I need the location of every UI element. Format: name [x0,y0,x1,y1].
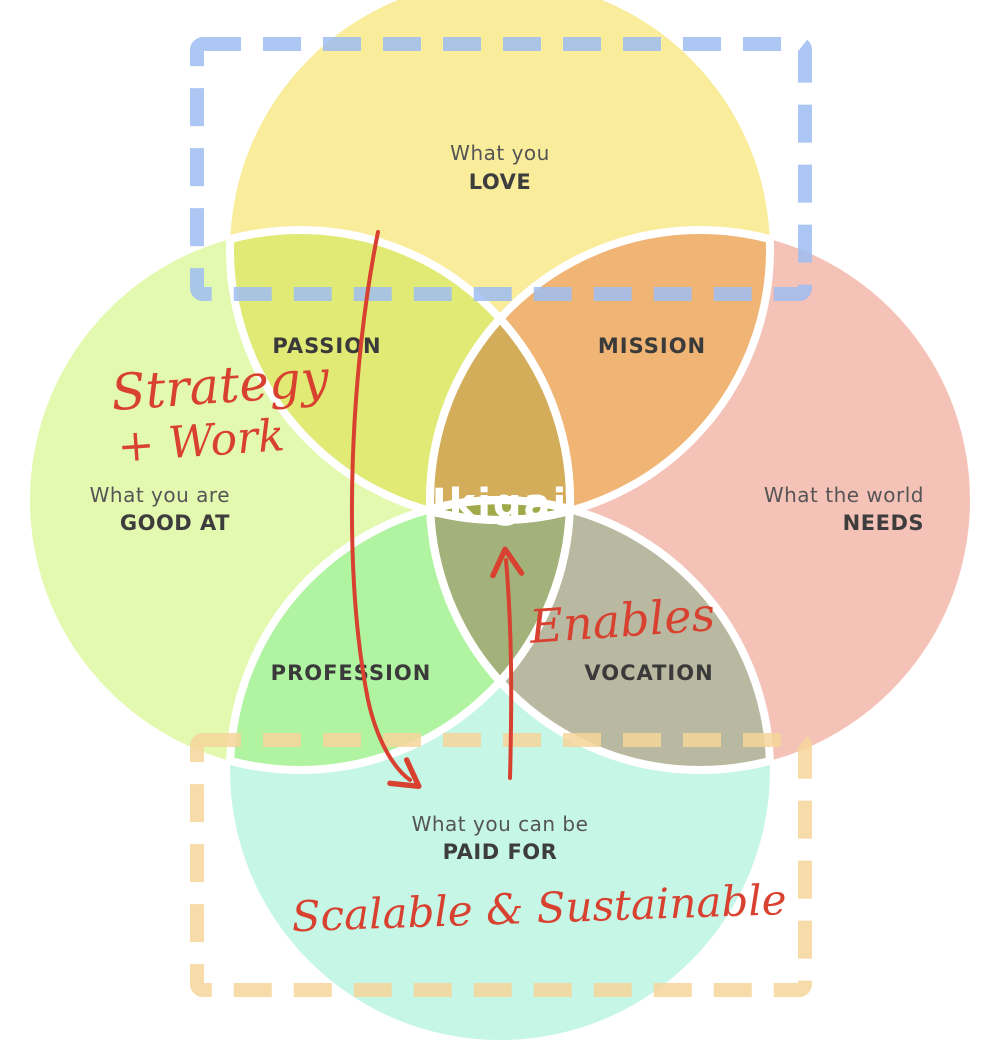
profession-label: PROFESSION [271,661,432,685]
vocation-label: VOCATION [584,661,713,685]
paid-for-line1: What you can be [412,812,589,836]
ikigai-label: Ikigai [432,481,569,527]
work-annotation: + Work [116,410,286,473]
downward-arrow [349,230,422,789]
needs-line2: NEEDS [843,511,924,535]
bottom-dashed-box [190,733,812,997]
good-at-line1: What you are [90,483,230,507]
overlap-profession [230,500,570,770]
overlap-vocation [430,500,770,770]
paid-for-line2: PAID FOR [443,840,558,864]
love-line2: LOVE [469,170,532,194]
enables-annotation: Enables [527,587,717,654]
good-at-line2: GOOD AT [120,511,230,535]
upward-arrow [490,546,525,780]
mission-label: MISSION [598,334,706,358]
top-dashed-box [190,37,812,301]
needs-line1: What the world [764,483,924,507]
love-line1: What you [450,141,550,165]
